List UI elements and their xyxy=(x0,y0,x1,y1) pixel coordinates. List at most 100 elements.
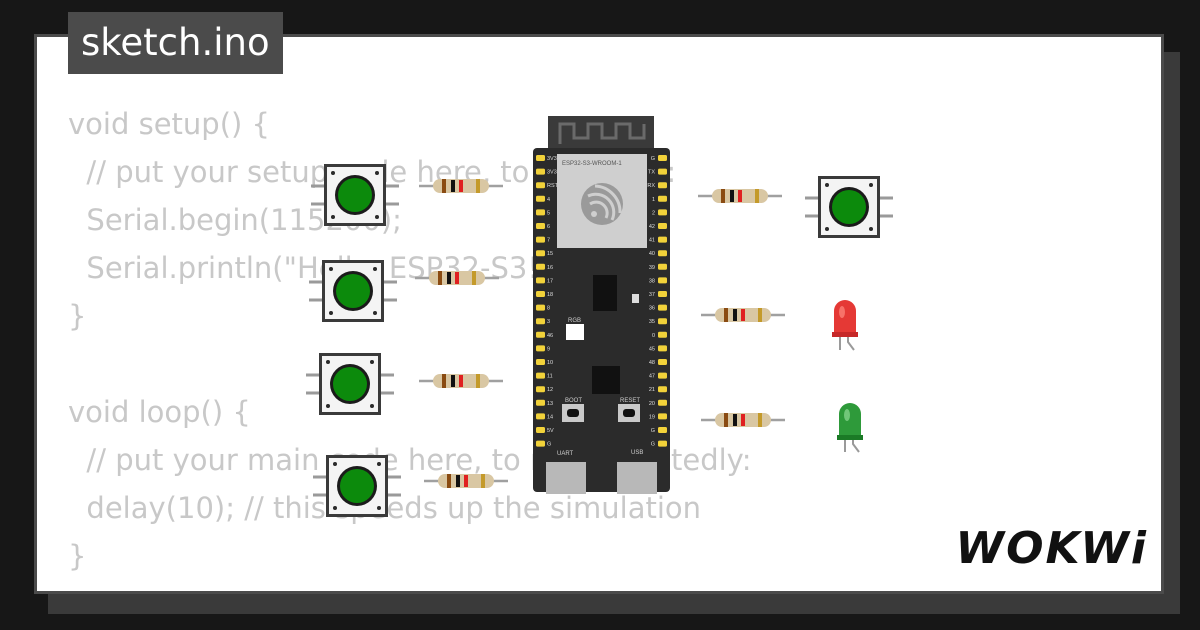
pin-pad[interactable] xyxy=(536,250,545,257)
pin-label: 37 xyxy=(649,292,655,298)
pin-pad[interactable] xyxy=(658,195,667,202)
pin-pad[interactable] xyxy=(536,236,545,243)
pin-pad[interactable] xyxy=(536,345,545,352)
pin-pad[interactable] xyxy=(658,440,667,447)
pin-label: 3V3 xyxy=(547,156,557,162)
pin-pad[interactable] xyxy=(658,372,667,379)
pin-pad[interactable] xyxy=(658,236,667,243)
push-button-5[interactable] xyxy=(803,174,895,240)
boot-label: BOOT xyxy=(565,398,582,404)
pin-pad[interactable] xyxy=(536,195,545,202)
pin-pad[interactable] xyxy=(658,291,667,297)
push-button-1[interactable] xyxy=(309,162,401,228)
pin-pad[interactable] xyxy=(658,168,667,175)
module-label: ESP32-S3-WROOM-1 xyxy=(562,161,622,167)
pin-pad[interactable] xyxy=(536,263,545,270)
pin-pad[interactable] xyxy=(536,182,545,189)
pin-pad[interactable] xyxy=(536,372,545,379)
pin-label: 0 xyxy=(652,333,655,339)
pin-label: 5V xyxy=(547,428,554,434)
pin-pad[interactable] xyxy=(536,304,545,311)
pin-label: 7 xyxy=(547,238,550,244)
resistor-5[interactable] xyxy=(696,187,784,205)
usb-to-uart-chip xyxy=(593,275,617,311)
pin-pad[interactable] xyxy=(658,399,667,406)
pin-label: 17 xyxy=(547,278,553,284)
pin-label: 3 xyxy=(547,319,550,325)
pin-label: 14 xyxy=(547,414,553,420)
pin-pad[interactable] xyxy=(658,427,667,433)
esp32-s3-devkit-board[interactable]: ESP32-S3-WROOM-1 RGB BOOT RESET UART USB… xyxy=(533,116,670,494)
pin-label: RX xyxy=(647,183,655,189)
code-line: void setup() { xyxy=(68,107,270,141)
pin-pad[interactable] xyxy=(658,223,667,229)
pin-label: 21 xyxy=(649,387,655,393)
pin-label: 8 xyxy=(547,306,550,312)
pin-label: TX xyxy=(648,170,655,176)
led-green[interactable] xyxy=(837,403,863,453)
pin-pad[interactable] xyxy=(536,318,545,325)
pin-pad[interactable] xyxy=(658,331,667,338)
pin-pad[interactable] xyxy=(658,155,667,161)
resistor-2[interactable] xyxy=(413,269,501,287)
pin-pad[interactable] xyxy=(536,291,545,297)
pin-pad[interactable] xyxy=(658,359,667,365)
pin-pad[interactable] xyxy=(536,331,545,338)
pin-pad[interactable] xyxy=(658,209,667,216)
push-button-3[interactable] xyxy=(304,351,396,417)
pin-pad[interactable] xyxy=(658,345,667,352)
file-tab[interactable]: sketch.ino xyxy=(68,12,283,74)
rgb-label: RGB xyxy=(568,318,581,324)
pin-pad[interactable] xyxy=(658,318,667,325)
push-button-4[interactable] xyxy=(311,453,403,519)
pin-label: 15 xyxy=(547,251,553,257)
pin-pad[interactable] xyxy=(536,386,545,393)
pin-label: 16 xyxy=(547,265,553,271)
resistor-6[interactable] xyxy=(699,306,787,324)
pin-pad[interactable] xyxy=(658,386,667,393)
pin-pad[interactable] xyxy=(536,223,545,229)
pin-label: 10 xyxy=(547,360,553,366)
pin-pad[interactable] xyxy=(536,155,545,161)
push-button-2[interactable] xyxy=(307,258,399,324)
pin-pad[interactable] xyxy=(536,399,545,406)
rgb-led xyxy=(566,324,584,340)
pin-pad[interactable] xyxy=(658,250,667,257)
native-usb-port[interactable] xyxy=(617,462,657,494)
pin-label: G xyxy=(547,442,551,448)
pin-pad[interactable] xyxy=(658,413,667,420)
pin-pad[interactable] xyxy=(536,209,545,216)
pin-label: 42 xyxy=(649,224,655,230)
pin-pad[interactable] xyxy=(658,277,667,284)
power-led xyxy=(632,294,639,303)
pin-label: 19 xyxy=(649,414,655,420)
reset-label: RESET xyxy=(620,398,640,404)
led-red[interactable] xyxy=(832,300,858,351)
pin-pad[interactable] xyxy=(658,182,667,189)
pin-label: 45 xyxy=(649,346,655,352)
pin-pad[interactable] xyxy=(536,440,545,447)
pin-label: 47 xyxy=(649,374,655,380)
pin-pad[interactable] xyxy=(536,359,545,365)
pin-label: G xyxy=(651,442,655,448)
pin-label: G xyxy=(651,156,655,162)
pin-pad[interactable] xyxy=(536,277,545,284)
pin-label: 5 xyxy=(547,210,550,216)
pin-label: 36 xyxy=(649,306,655,312)
resistor-1[interactable] xyxy=(417,177,505,195)
pin-label: 18 xyxy=(547,292,553,298)
pin-label: 12 xyxy=(547,387,553,393)
pin-label: 35 xyxy=(649,319,655,325)
pin-pad[interactable] xyxy=(536,413,545,420)
resistor-7[interactable] xyxy=(699,411,787,429)
pin-label: 11 xyxy=(547,374,553,380)
resistor-3[interactable] xyxy=(417,372,505,390)
resistor-4[interactable] xyxy=(422,472,510,490)
pin-label: 41 xyxy=(649,238,655,244)
uart-usb-port[interactable] xyxy=(546,462,586,494)
pin-pad[interactable] xyxy=(536,427,545,433)
pin-pad[interactable] xyxy=(658,263,667,270)
pin-pad[interactable] xyxy=(536,168,545,175)
pin-pad[interactable] xyxy=(658,304,667,311)
